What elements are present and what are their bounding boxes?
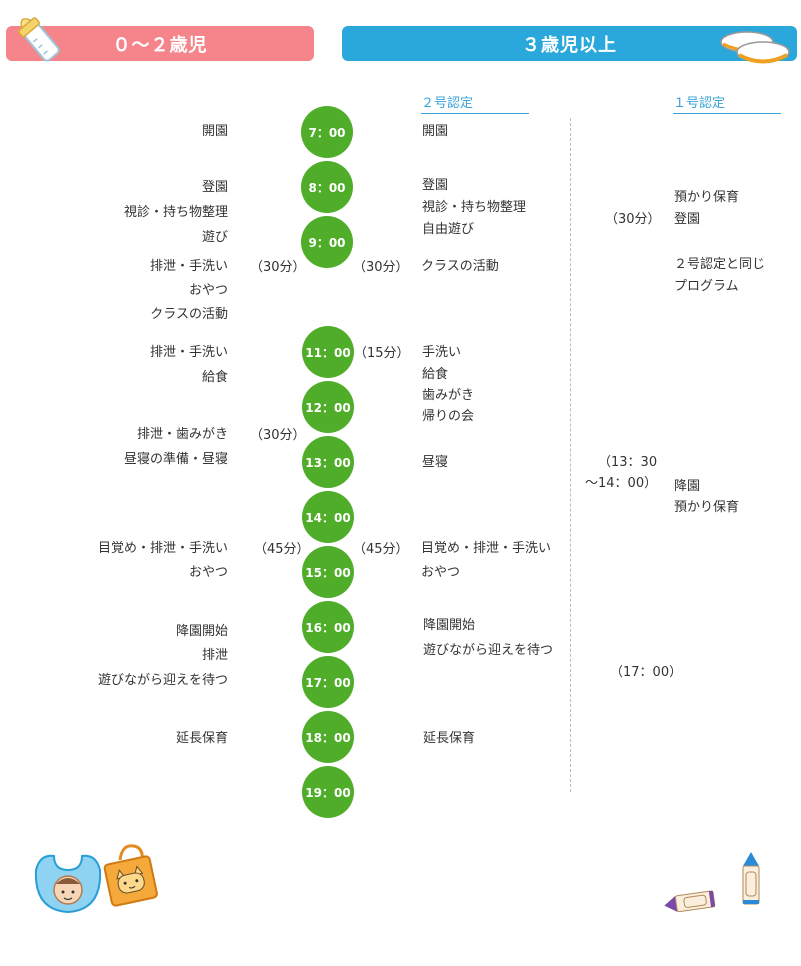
left-activity: 排泄 — [201, 648, 228, 663]
time-circle: 14：00 — [302, 491, 354, 543]
col1go-activity: 登園 — [674, 212, 701, 227]
time-circle: 15：00 — [302, 546, 354, 598]
sub-header-1go: １号認定 — [673, 92, 781, 114]
middle-activity: 目覚め・排泄・手洗い — [421, 541, 552, 556]
col1go-activity: 預かり保育 — [674, 500, 740, 515]
middle-activity: おやつ — [421, 565, 461, 580]
time-circle: 11：00 — [302, 326, 354, 378]
middle-activity: 視診・持ち物整理 — [422, 200, 527, 215]
left-activity: 開園 — [201, 124, 228, 139]
time-circle: 12：00 — [302, 381, 354, 433]
col1go-activity: プログラム — [674, 279, 739, 294]
left-activity: おやつ — [188, 565, 228, 580]
time-circle: 9：00 — [301, 216, 353, 268]
middle-activity: 帰りの会 — [422, 409, 475, 424]
left-activity: 視診・持ち物整理 — [123, 205, 228, 220]
middle-activity: クラスの活動 — [421, 259, 499, 274]
left-activity: 遊びながら迎えを待つ — [97, 673, 228, 688]
time-circle: 13：00 — [302, 436, 354, 488]
middle-activity: 給食 — [422, 367, 449, 382]
far-duration: （17：00） — [610, 665, 683, 680]
left-activity: 昼寝の準備・昼寝 — [123, 452, 228, 467]
far-duration: （30分） — [605, 212, 661, 227]
left-activity: クラスの活動 — [150, 307, 228, 322]
shoes-icon — [720, 31, 790, 64]
left-duration: （45分） — [254, 542, 310, 557]
middle-duration: （45分） — [353, 542, 409, 557]
middle-activity: 昼寝 — [422, 455, 449, 470]
left-activity: 延長保育 — [175, 731, 228, 746]
middle-activity: 手洗い — [422, 345, 462, 360]
col1go-activity: ２号認定と同じ — [674, 257, 766, 272]
middle-duration: （15分） — [354, 346, 410, 361]
left-activity: 登園 — [201, 180, 228, 195]
left-activity: 排泄・歯みがき — [136, 427, 228, 442]
middle-activity: 登園 — [422, 178, 449, 193]
middle-activity: 降園開始 — [423, 618, 476, 633]
bib-icon — [34, 854, 102, 914]
middle-duration: （30分） — [353, 260, 409, 275]
middle-activity: 開園 — [422, 124, 449, 139]
time-circle: 18：00 — [302, 711, 354, 763]
left-duration: （30分） — [250, 428, 306, 443]
column-divider — [570, 118, 571, 792]
crayon-standing-icon — [742, 852, 760, 905]
time-circle: 7：00 — [301, 106, 353, 158]
left-activity: 目覚め・排泄・手洗い — [97, 541, 228, 556]
time-circle: 17：00 — [302, 656, 354, 708]
middle-activity: 自由遊び — [422, 222, 475, 237]
middle-activity: 延長保育 — [423, 731, 476, 746]
sub-header-2go: ２号認定 — [421, 92, 529, 114]
baby-bottle-icon — [18, 17, 60, 62]
middle-activity: 歯みがき — [422, 388, 475, 403]
band-0-2: ０～２歳児 — [6, 26, 314, 61]
col1go-activity: 降園 — [674, 479, 701, 494]
band-0-2-label: ０～２歳児 — [112, 34, 208, 56]
left-activity: 遊び — [201, 230, 228, 245]
crayon-icon — [664, 890, 716, 913]
left-activity: 排泄・手洗い — [149, 345, 228, 360]
time-circle: 19：00 — [302, 766, 354, 818]
left-activity: 排泄・手洗い — [149, 259, 228, 274]
left-activity: 降園開始 — [175, 624, 228, 639]
far-duration: （13：30 — [598, 455, 658, 470]
middle-activity: 遊びながら迎えを待つ — [423, 643, 554, 658]
band-3-up-label: ３歳児以上 — [522, 34, 617, 56]
time-circle: 8：00 — [301, 161, 353, 213]
time-circle: 16：00 — [302, 601, 354, 653]
far-duration: ～14：00） — [585, 476, 658, 491]
col1go-activity: 預かり保育 — [674, 190, 740, 205]
left-activity: おやつ — [188, 283, 228, 298]
left-duration: （30分） — [250, 260, 306, 275]
left-activity: 給食 — [201, 370, 228, 385]
bag-icon — [103, 844, 158, 907]
